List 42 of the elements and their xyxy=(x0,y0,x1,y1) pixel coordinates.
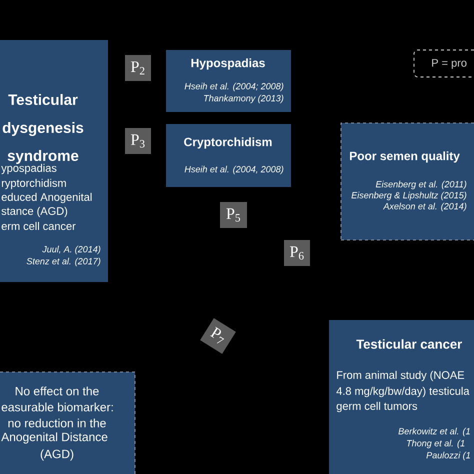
body-text: 4.8 mg/kg/bw/day) testicula xyxy=(336,386,470,398)
heading-text: Cryptorchidism xyxy=(184,137,272,149)
label-tag: P$_{5}$ xyxy=(220,202,247,228)
label-tag: P$_{6}$ xyxy=(284,240,310,266)
reference-text: Hseih et al. (2004, 2008) xyxy=(184,166,284,174)
reference-text: Thankamony (2013) xyxy=(204,94,284,104)
body-text: ypospadias xyxy=(1,164,56,174)
body-text: erm cell cancer xyxy=(2,222,76,230)
finding-box xyxy=(166,124,291,187)
reference-text: Paulozzi (1 xyxy=(426,452,470,460)
finding-box xyxy=(329,320,474,474)
heading-text: Poor semen quality xyxy=(350,151,460,163)
body-text: easurable biomarker: xyxy=(2,402,113,412)
body-text: stance (AGD) xyxy=(2,206,68,218)
body-text: no reduction in the xyxy=(8,418,106,428)
body-text: ryptorchidism xyxy=(2,178,66,190)
finding-box xyxy=(340,122,474,240)
finding-box xyxy=(0,40,108,282)
reference-text: Juul, A. (2014) xyxy=(42,246,100,254)
label-tag: P$_{2}$ xyxy=(125,55,151,81)
heading-text: Testicular cancer xyxy=(356,339,462,349)
reference-text: Stenz et al. (2017) xyxy=(26,258,100,266)
label-tag: P$_{3}$ xyxy=(125,128,151,154)
reference-text: Axelson et al. (2014) xyxy=(382,202,466,212)
body-text: No effect on the xyxy=(16,386,99,396)
reference-text: Thong et al. (1 xyxy=(407,440,464,448)
body-text: germ cell tumors xyxy=(336,402,418,412)
finding-box xyxy=(166,50,291,112)
heading-text: Testicular dysgenesis syndrome xyxy=(2,94,84,164)
reference-text: Hseih et al. (2004; 2008) xyxy=(184,82,284,92)
reference-text: Berkowitz et al. (1 xyxy=(398,428,470,436)
note-box xyxy=(414,50,474,78)
note-text: P = pro xyxy=(432,59,466,69)
body-text: From animal study (NOAE xyxy=(337,370,464,382)
body-text: educed Anogenital xyxy=(2,192,92,204)
reference-text: Eisenberg et al. (2011) xyxy=(376,180,466,190)
label-tag: P$_{7}$ xyxy=(200,318,236,354)
finding-box xyxy=(0,372,136,474)
body-text: Anogenital Distance xyxy=(1,432,108,444)
body-text: (AGD) xyxy=(40,449,74,461)
reference-text: Eisenberg & Lipshultz (2015) xyxy=(352,192,466,200)
heading-text: Hypospadias xyxy=(191,58,265,70)
